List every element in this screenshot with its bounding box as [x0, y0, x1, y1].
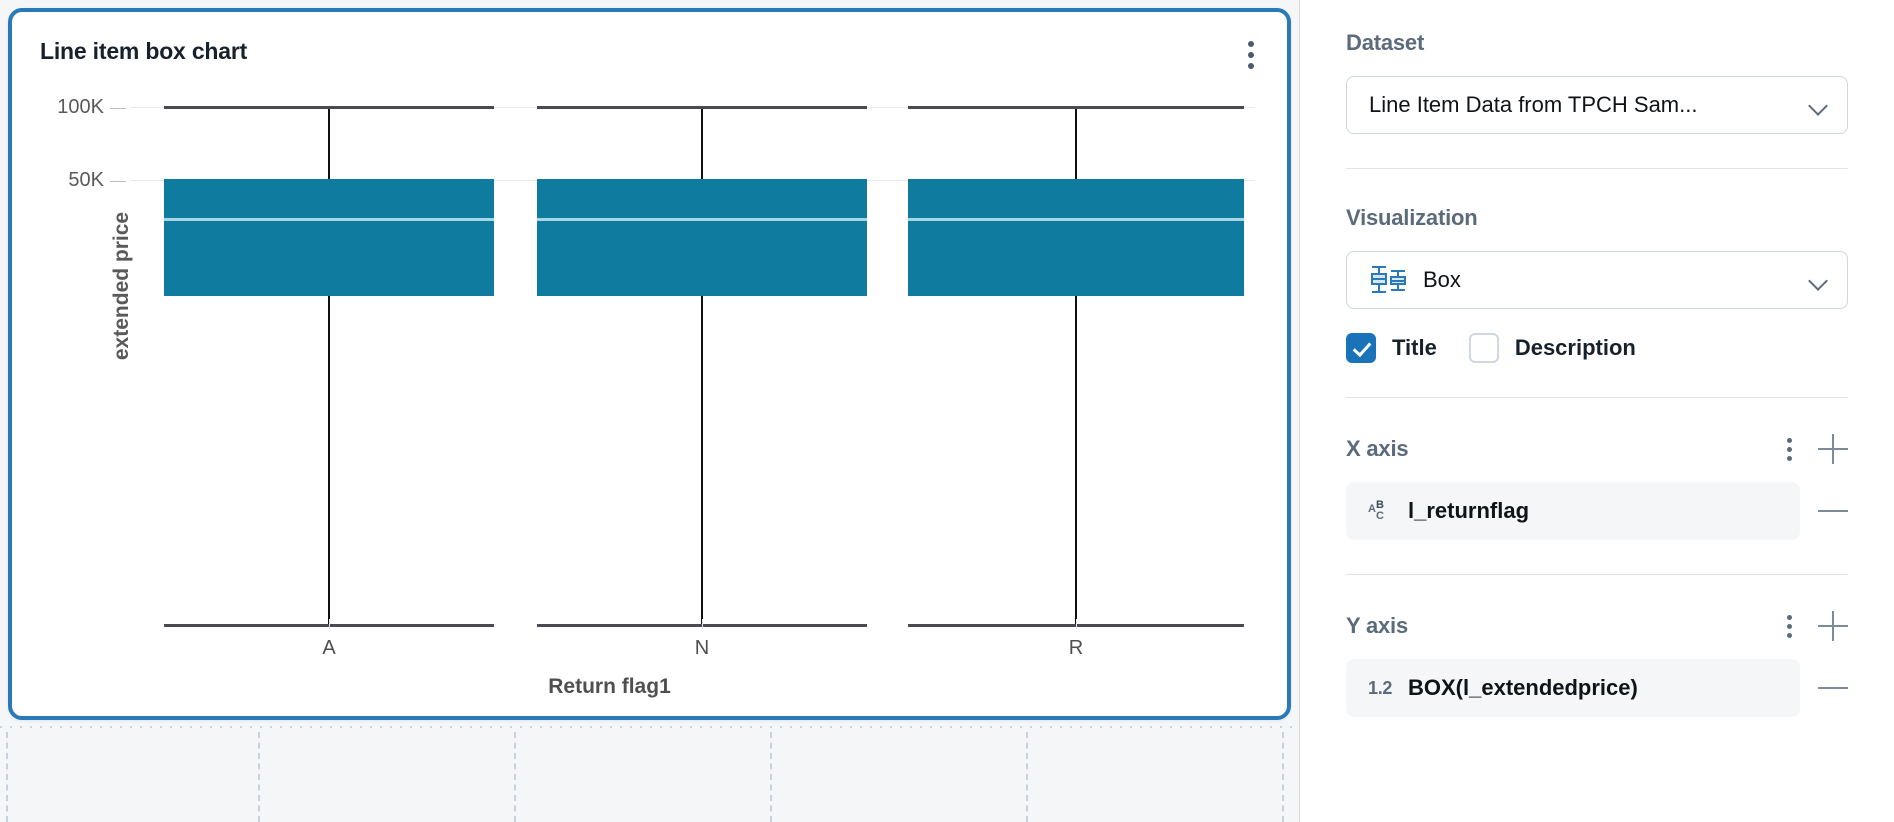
- x-tick-mark-n: [702, 619, 703, 629]
- whisker-cap-upper: [164, 106, 494, 109]
- box-rect: [164, 179, 494, 296]
- kebab-menu-icon[interactable]: [1778, 436, 1800, 462]
- x-tick-mark-a: [329, 619, 330, 629]
- median-line: [537, 218, 867, 221]
- x-axis-title-wrap: Return flag1: [12, 675, 1287, 699]
- svg-text:A: A: [1368, 503, 1376, 515]
- visualization-select[interactable]: Box: [1346, 251, 1848, 309]
- x-tick-label-r: R: [1068, 637, 1084, 659]
- minus-icon[interactable]: [1818, 673, 1848, 703]
- visualization-select-value: Box: [1423, 267, 1461, 292]
- visualization-heading: Visualization: [1346, 205, 1478, 230]
- plus-icon[interactable]: [1818, 434, 1848, 464]
- whisker-line: [701, 107, 703, 627]
- whisker-line: [1075, 107, 1077, 627]
- y-axis-heading-row: Y axis: [1346, 611, 1848, 641]
- divider-dataset: [1346, 168, 1848, 169]
- median-line: [164, 218, 494, 221]
- dataset-select-value: Line Item Data from TPCH Sam...: [1369, 92, 1698, 117]
- box-group-r[interactable]: [908, 12, 1244, 652]
- dataset-section: Dataset Line Item Data from TPCH Sam...: [1346, 30, 1848, 134]
- kebab-menu-icon[interactable]: [1239, 40, 1263, 70]
- x-axis-heading-row: X axis: [1346, 434, 1848, 464]
- x-axis-field-label: l_returnflag: [1408, 498, 1530, 523]
- numeric-type-icon: 1.2: [1368, 677, 1393, 698]
- minus-icon[interactable]: [1818, 496, 1848, 526]
- settings-panel: Dataset Line Item Data from TPCH Sam... …: [1300, 0, 1894, 822]
- dashboard-grid-columns: [0, 726, 1299, 822]
- title-checkbox-label: Title: [1392, 335, 1437, 360]
- divider-visualization: [1346, 397, 1848, 398]
- page-title: Line item box chart: [40, 38, 248, 64]
- whisker-cap-upper: [537, 106, 867, 109]
- box-plot: 100K 50K extended price: [12, 12, 1287, 716]
- y-axis-field-chip[interactable]: 1.2 BOX(l_extendedprice): [1346, 659, 1800, 717]
- chart-card[interactable]: Line item box chart 100K 50K extended pr…: [8, 8, 1291, 720]
- dataset-select[interactable]: Line Item Data from TPCH Sam...: [1346, 76, 1848, 134]
- title-checkbox[interactable]: [1346, 333, 1376, 363]
- y-axis-section: Y axis 1.2 BOX(l_extendedprice): [1346, 611, 1848, 717]
- y-axis-field-label: BOX(l_extendedprice): [1408, 675, 1638, 700]
- y-tick-label-50k: 50K: [68, 169, 126, 191]
- x-tick-label-n: N: [694, 637, 710, 659]
- box-rect: [908, 179, 1244, 296]
- abc-text-type-icon: A B C: [1368, 498, 1408, 524]
- x-axis-actions: [1778, 434, 1848, 464]
- y-axis-actions: [1778, 611, 1848, 641]
- x-axis-section: X axis A B C l_returnflag: [1346, 434, 1848, 540]
- visualization-heading-row: Visualization: [1346, 205, 1848, 231]
- x-tick-mark-r: [1076, 619, 1077, 629]
- box-rect: [537, 179, 867, 296]
- whisker-cap-upper: [908, 106, 1244, 109]
- description-checkbox[interactable]: [1468, 333, 1499, 363]
- dashboard-canvas: Line item box chart 100K 50K extended pr…: [0, 0, 1300, 822]
- chevron-down-icon: [1809, 95, 1829, 115]
- visualization-section: Visualization: [1346, 205, 1848, 363]
- dataset-heading-row: Dataset: [1346, 30, 1848, 56]
- x-tick-label-a: A: [322, 637, 336, 659]
- svg-text:C: C: [1376, 510, 1384, 522]
- box-group-n[interactable]: [537, 12, 867, 652]
- plus-icon[interactable]: [1818, 611, 1848, 641]
- y-axis-field-row: 1.2 BOX(l_extendedprice): [1346, 659, 1848, 717]
- x-axis-heading: X axis: [1346, 436, 1409, 461]
- kebab-menu-icon[interactable]: [1778, 613, 1800, 639]
- x-axis-title: Return flag1: [548, 675, 671, 698]
- divider-x-axis: [1346, 574, 1848, 575]
- visualization-options: Title Description: [1346, 333, 1848, 363]
- y-tick-label-100k: 100K: [57, 96, 126, 118]
- y-axis-heading: Y axis: [1346, 613, 1409, 638]
- median-line: [908, 218, 1244, 221]
- whisker-line: [328, 107, 330, 627]
- y-axis-title: extended price: [110, 211, 134, 361]
- box-plot-icon: [1369, 263, 1409, 297]
- dataset-heading: Dataset: [1346, 30, 1425, 55]
- description-checkbox-label: Description: [1514, 335, 1636, 360]
- x-axis-field-chip[interactable]: A B C l_returnflag: [1346, 482, 1800, 540]
- x-axis-field-row: A B C l_returnflag: [1346, 482, 1848, 540]
- box-group-a[interactable]: [164, 12, 494, 652]
- svg-text:B: B: [1376, 499, 1384, 511]
- chevron-down-icon: [1809, 270, 1829, 290]
